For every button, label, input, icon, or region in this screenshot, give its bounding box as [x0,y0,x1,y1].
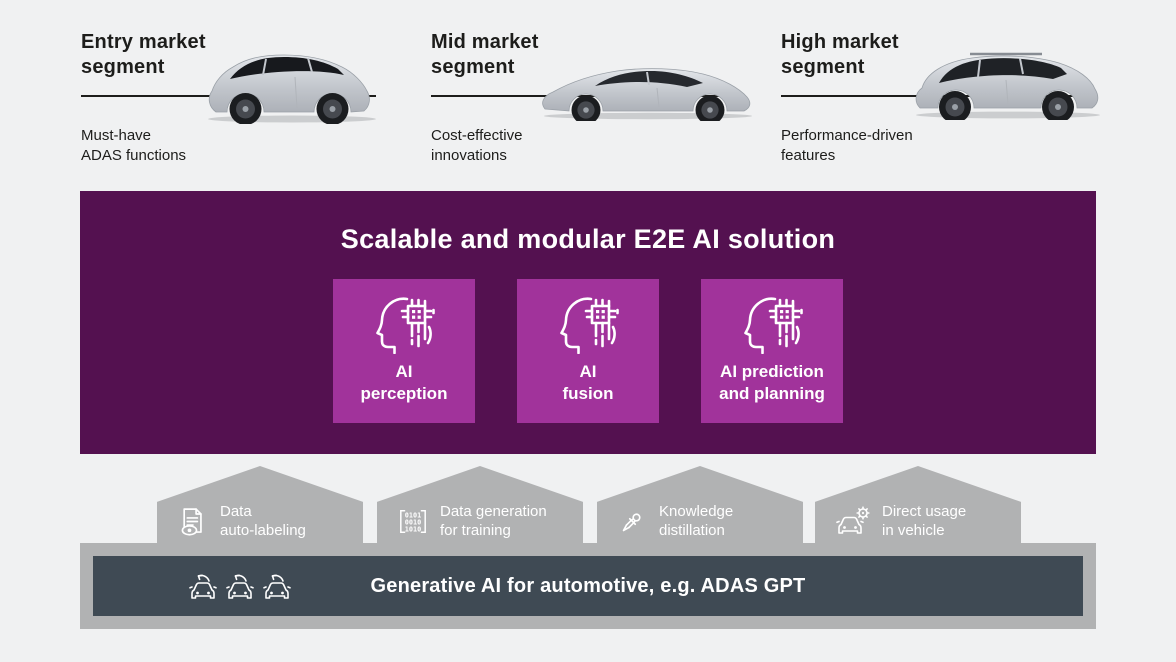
connected-cars-icon [188,572,292,600]
hatchback-car-image [208,54,376,124]
binary-code-icon: 0101 0010 1010 [400,509,426,533]
module-label: AI fusion [562,362,614,403]
segment-description: Performance-driven features [781,127,913,165]
document-eye-icon [181,507,202,536]
connected-car-icon [226,574,254,599]
segment-title: High market segment [781,31,899,78]
svg-text:0010: 0010 [405,518,421,526]
ai-head-chip-icon [376,297,435,354]
e2e-solution-panel: Scalable and modular E2E AI solution [80,191,1096,454]
market-segment-entry: Entry market segment Must-have ADAS func… [81,30,431,175]
foundation-label: Generative AI for automotive, e.g. ADAS … [370,574,806,597]
pipeline-step-label: Direct usage in vehicle [882,503,967,540]
pipeline-step-label: Data auto-labeling [220,503,306,540]
pipeline-step-label: Data generation for training [440,503,547,540]
suv-car-image [915,52,1100,120]
segment-description: Cost-effective innovations [431,127,523,165]
market-segment-high: High market segment Performance-driven f… [781,30,1131,175]
solution-title: Scalable and modular E2E AI solution [340,224,836,254]
ai-head-chip-icon [744,297,803,354]
svg-text:0101: 0101 [405,511,421,519]
svg-text:1010: 1010 [405,525,421,533]
car-gear-icon [836,506,870,534]
module-label: AI prediction and planning [719,362,825,403]
connected-car-icon [263,574,291,599]
pipeline-step-label: Knowledge distillation [659,503,734,540]
segment-description: Must-have ADAS functions [81,127,187,165]
module-label: AI perception [360,362,448,403]
segment-title: Entry market segment [81,31,206,78]
foundation-bar: Generative AI for automotive, e.g. ADAS … [93,556,1083,616]
module-ai-perception: AI perception [333,279,475,423]
pipeline-step-data-generation: 0101 0010 1010 Data generation for train… [377,466,583,544]
sedan-car-image [542,68,752,121]
pipeline-step-direct-usage: Direct usage in vehicle [815,466,1021,544]
connected-car-icon [189,574,217,599]
pipeline-step-knowledge-distillation: Knowledge distillation [597,466,803,544]
foundation-band: Generative AI for automotive, e.g. ADAS … [80,543,1096,629]
ai-head-chip-icon [560,297,619,354]
market-segment-mid: Mid market segment Cost-effective innova… [431,30,781,175]
module-ai-fusion: AI fusion [517,279,659,423]
module-ai-prediction-planning: AI prediction and planning [701,279,843,423]
module-row: AI perception AI fusion [80,279,1096,423]
pipette-icon [622,512,641,531]
segment-title: Mid market segment [431,31,539,78]
pipeline-step-data-auto-labeling: Data auto-labeling [157,466,363,544]
